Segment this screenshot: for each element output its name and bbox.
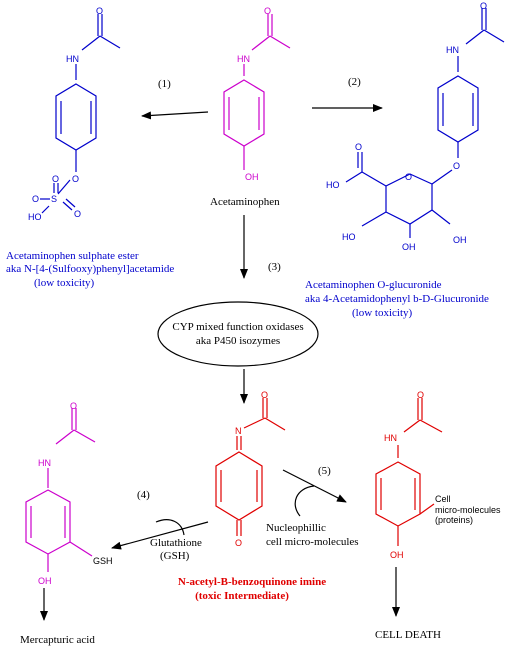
glucuronide-label-1: Acetaminophen O-glucuronide (305, 279, 442, 291)
cyp-label-2: aka P450 isozymes (196, 335, 280, 347)
acetaminophen-nh: HN (237, 54, 250, 64)
sulphate-ho: HO (28, 212, 42, 222)
cell-substituent-1: Cell (435, 494, 451, 504)
step-5-label: (5) (318, 465, 331, 477)
napqi-carbonyl-o: O (261, 390, 268, 400)
glucuronide-ho-left: HO (342, 232, 356, 242)
acetaminophen-carbonyl-o: O (264, 6, 271, 16)
sulphate-o-top: O (52, 174, 59, 184)
sulphate-carbonyl-o: O (96, 6, 103, 16)
gsh-adduct-oh: OH (38, 576, 52, 586)
cell-adduct-structure (375, 398, 443, 546)
acetaminophen-structure (223, 14, 291, 170)
nucleophile-label-1: Nucleophillic (266, 522, 326, 534)
step-3-label: (3) (268, 261, 281, 273)
glucuronide-label-3: (low toxicity) (352, 307, 413, 319)
cell-adduct-carbonyl-o: O (417, 390, 424, 400)
napqi-quinone-o: O (235, 538, 242, 548)
cell-death-label: CELL DEATH (375, 629, 441, 641)
sulphate-label-1: Acetaminophen sulphate ester (6, 250, 139, 262)
sulphate-label-3: (low toxicity) (34, 277, 95, 289)
glucuronide-oh-bottom: OH (402, 242, 416, 252)
napqi-label-2: (toxic Intermediate) (195, 590, 289, 602)
glucuronide-oh-right: OH (453, 235, 467, 245)
gsh-adduct-structure (25, 408, 96, 572)
sulphur-atom: S (51, 194, 57, 204)
cyp-label-1: CYP mixed function oxidases (172, 321, 303, 333)
sulphate-o-right: O (74, 209, 81, 219)
sulphate-ester-structure (40, 14, 121, 214)
cyp-ellipse (157, 301, 319, 367)
napqi-label-1: N-acetyl-B-benzoquinone imine (178, 576, 326, 588)
arrow-4-curve (155, 519, 185, 536)
sulphate-ester-o: O (72, 174, 79, 184)
sulphate-label-2: aka N-[4-(Sulfooxy)phenyl]acetamide (6, 263, 174, 275)
glucuronide-acid-o: O (355, 142, 362, 152)
cell-adduct-oh: OH (390, 550, 404, 560)
gsh-adduct-carbonyl-o: O (70, 401, 77, 411)
glucuronide-ring-o: O (405, 172, 412, 182)
gsh-substituent: GSH (93, 556, 113, 566)
glucuronide-label-2: aka 4-Acetamidophenyl b-D-Glucuronide (305, 293, 489, 305)
nucleophile-label-2: cell micro-molecules (266, 536, 359, 548)
arrow-5 (282, 469, 347, 503)
glucuronide-carbonyl-o: O (480, 1, 487, 11)
napqi-structure (215, 398, 286, 536)
cell-substituent-2: micro-molecules (435, 505, 501, 515)
acetaminophen-label: Acetaminophen (210, 196, 280, 208)
glucuronide-linking-o: O (453, 161, 460, 171)
cell-substituent-3: (proteins) (435, 515, 473, 525)
gsh-adduct-nh: HN (38, 458, 51, 468)
step-4-label: (4) (137, 489, 150, 501)
arrow-5-curve (294, 485, 315, 517)
arrow-4 (111, 521, 209, 550)
sulphate-nh: HN (66, 54, 79, 64)
arrow-1 (141, 111, 209, 120)
glucuronide-acid-ho: HO (326, 180, 340, 190)
step-2-label: (2) (348, 76, 361, 88)
step-1-label: (1) (158, 78, 171, 90)
glucuronide-nh: HN (446, 45, 459, 55)
glutathione-label-2: (GSH) (160, 550, 190, 562)
acetaminophen-oh: OH (245, 172, 259, 182)
glutathione-label-1: Glutathione (150, 537, 202, 549)
napqi-n: N (235, 426, 242, 436)
glucuronide-structure (345, 8, 505, 238)
cell-adduct-nh: HN (384, 433, 397, 443)
sulphate-o-left: O (32, 194, 39, 204)
mercapturic-acid-label: Mercapturic acid (20, 634, 95, 646)
